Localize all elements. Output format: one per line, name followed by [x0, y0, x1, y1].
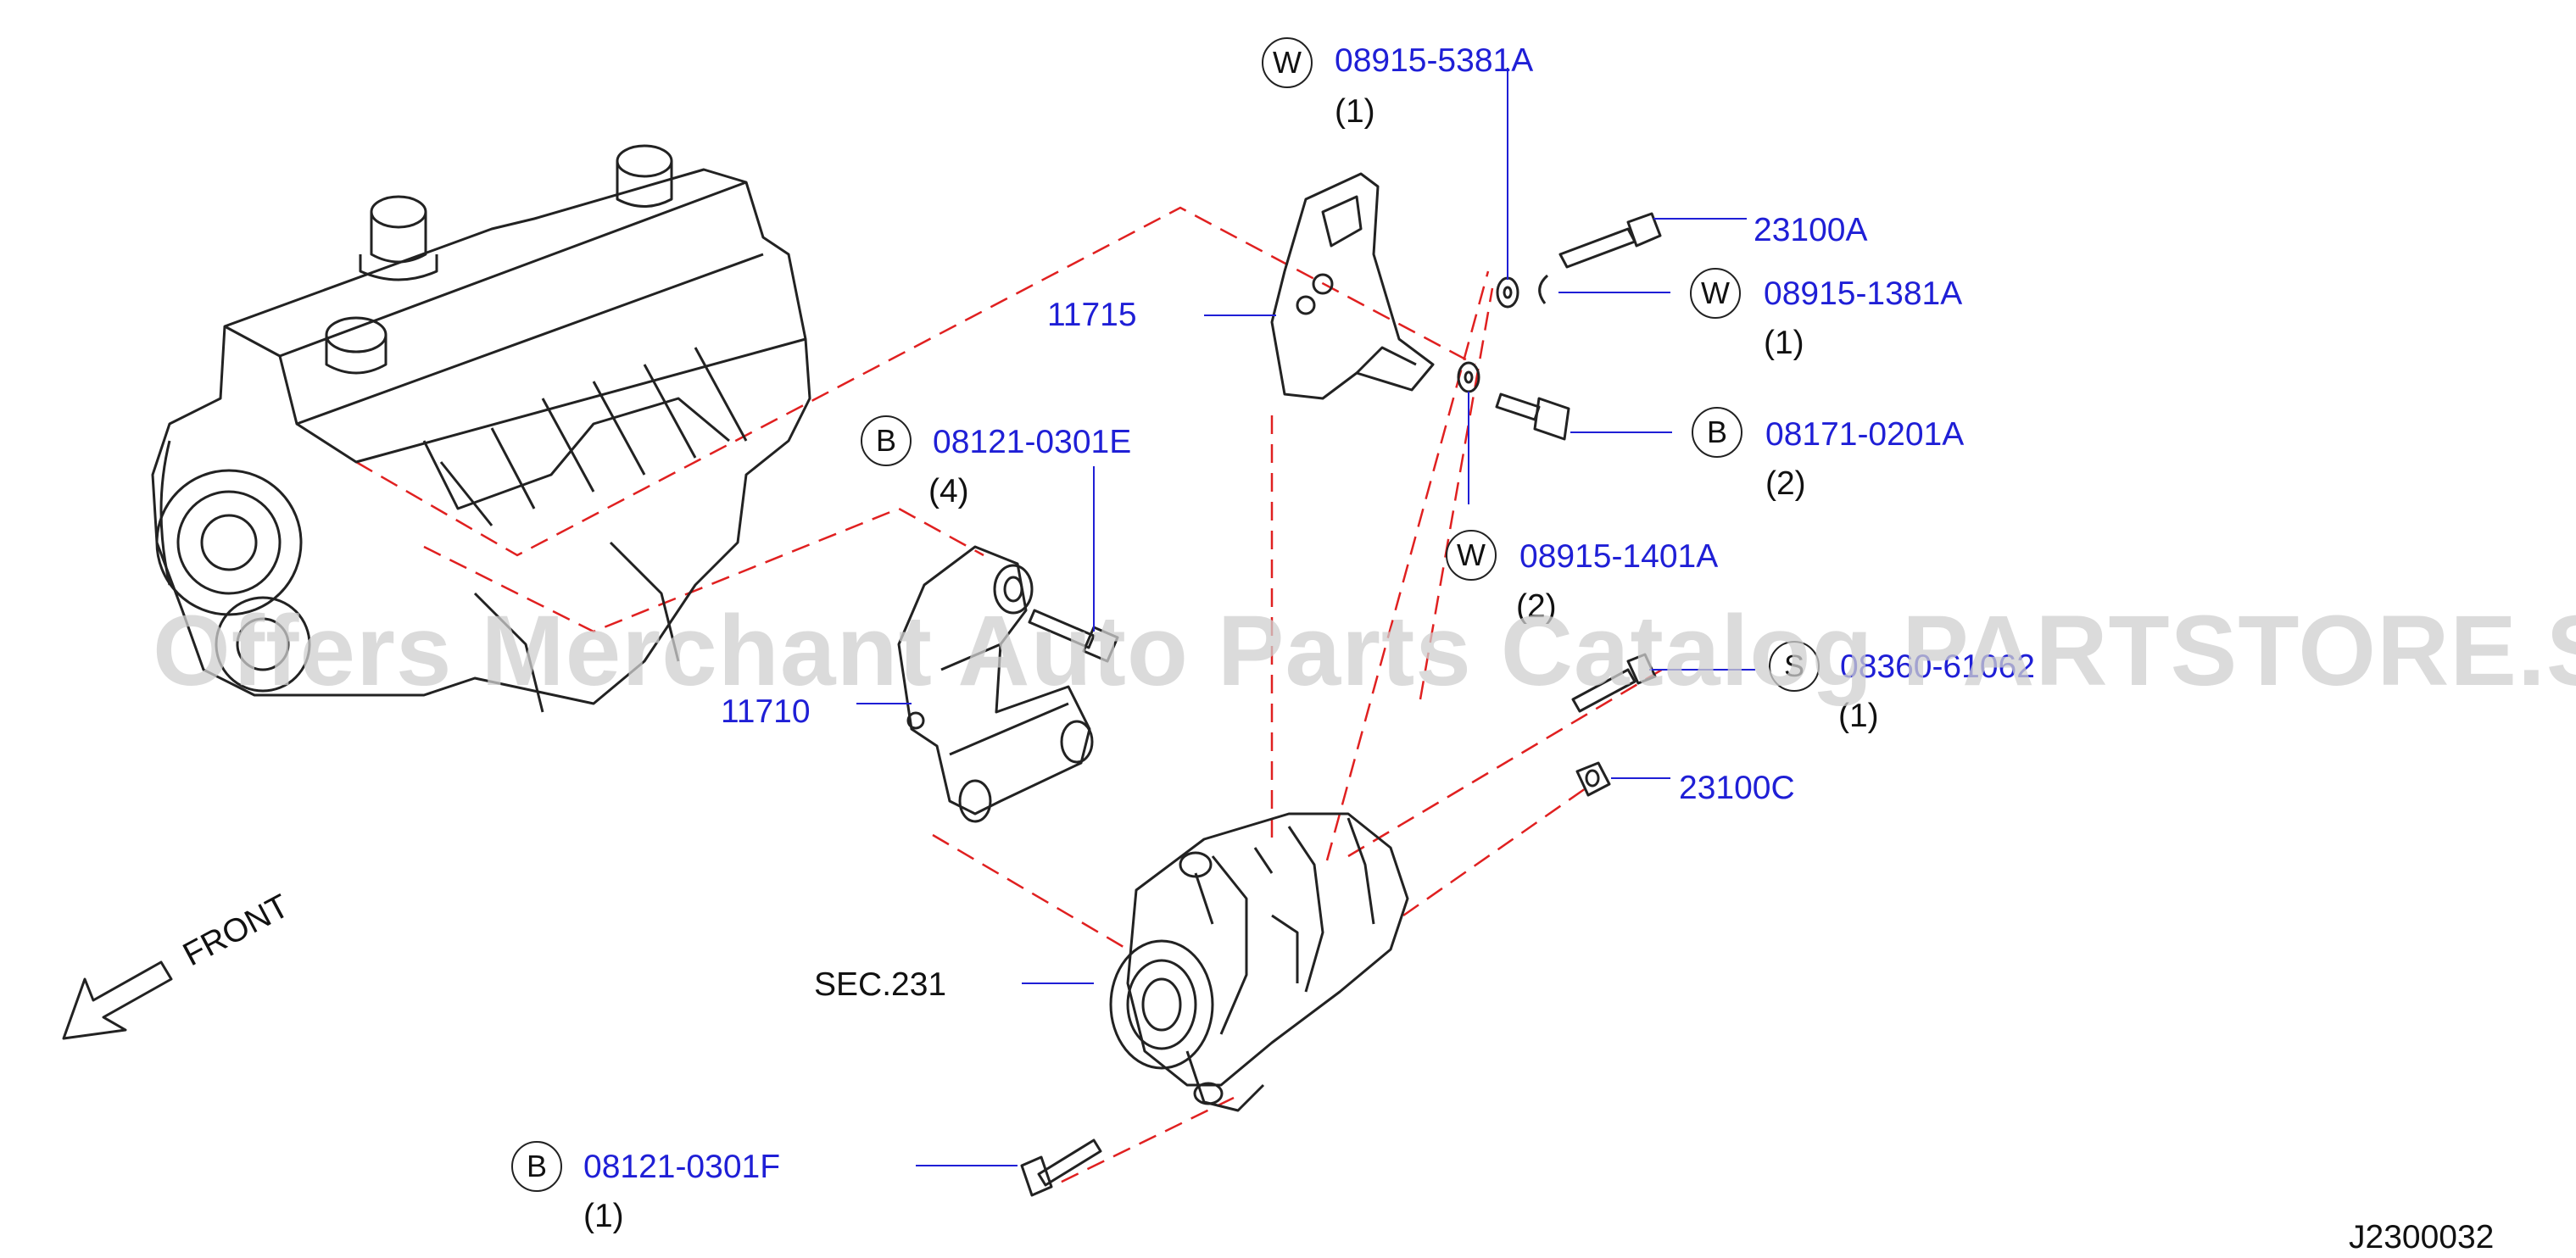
quantity-label: (2) — [1516, 588, 1557, 625]
symbol-circle-w: W — [1446, 530, 1497, 581]
part-number-label[interactable]: 23100C — [1679, 770, 1795, 806]
symbol-circle-w: W — [1262, 37, 1313, 88]
symbol-circle-w: W — [1690, 268, 1741, 319]
bracket-11710 — [897, 545, 1094, 823]
front-arrow-icon — [62, 960, 173, 1040]
part-number-label[interactable]: 11710 — [721, 693, 811, 730]
engine-illustration — [151, 144, 811, 713]
symbol-circle-b: B — [1692, 407, 1742, 458]
part-number-label[interactable]: 08915-1381A — [1764, 276, 1963, 312]
quantity-label: (4) — [928, 473, 969, 509]
fasteners — [1020, 212, 1662, 1197]
watermark: Offers Merchant Auto Parts Catalog PARTS… — [153, 595, 2576, 707]
symbol-circle-s: S — [1769, 641, 1820, 692]
part-number-label[interactable]: 08171-0201A — [1765, 416, 1965, 453]
section-reference-label[interactable]: SEC.231 — [814, 966, 947, 1003]
symbol-circle-b: B — [511, 1141, 562, 1192]
quantity-label: (1) — [1335, 93, 1375, 130]
bracket-11715 — [1270, 172, 1435, 400]
alternator-illustration — [1109, 812, 1409, 1112]
leader-lines — [856, 68, 1755, 1166]
quantity-label: (2) — [1765, 465, 1806, 502]
diagram-id: J2300032 — [2349, 1219, 2495, 1255]
part-number-label[interactable]: 11715 — [1047, 297, 1137, 333]
part-number-label[interactable]: 23100A — [1754, 212, 1868, 248]
part-number-label[interactable]: 08360-61062 — [1840, 648, 2035, 685]
assembly-lines — [355, 206, 1663, 1184]
quantity-label: (1) — [1838, 698, 1879, 734]
quantity-label: (1) — [583, 1198, 624, 1234]
part-number-label[interactable]: 08121-0301E — [933, 424, 1132, 460]
quantity-label: (1) — [1764, 325, 1804, 361]
symbol-circle-b: B — [861, 415, 912, 466]
part-number-label[interactable]: 08121-0301F — [583, 1149, 781, 1185]
part-number-label[interactable]: 08915-1401A — [1519, 538, 1719, 575]
part-number-label[interactable]: 08915-5381A — [1335, 42, 1534, 79]
